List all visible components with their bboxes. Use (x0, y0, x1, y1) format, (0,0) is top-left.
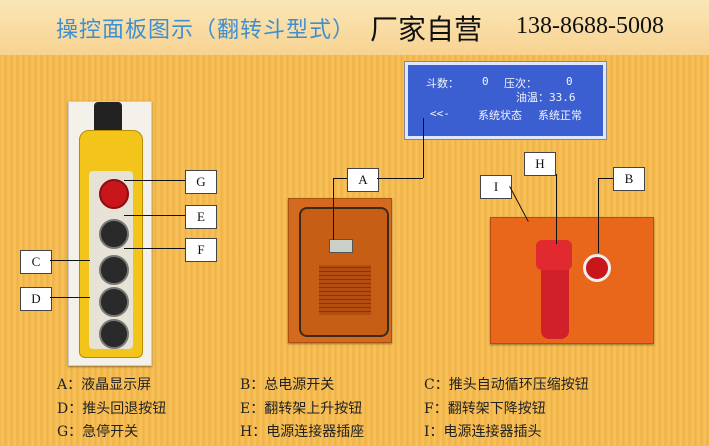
leader-line-a-down (333, 178, 334, 240)
page-title: 操控面板图示（翻转斗型式） (56, 18, 356, 43)
legend-f: F：翻转架下降按钮 (424, 401, 546, 417)
lcd-oil-temp: 油温：33.6 (516, 91, 576, 104)
lcd-press-count-value: 0 (566, 75, 573, 88)
callout-a: A (347, 168, 379, 192)
raise-button (99, 219, 129, 249)
control-panel (299, 207, 389, 337)
leader-line-b-v (598, 178, 599, 253)
lcd-status-value: 系统正常 (538, 109, 582, 122)
lcd-back-arrow: <<- (430, 107, 450, 120)
lcd-bucket-count-value: 0 (482, 75, 489, 88)
auto-cycle-button (99, 287, 129, 317)
callout-c: C (20, 250, 52, 274)
phone-number: 138-8688-5008 (516, 13, 664, 39)
lcd-display: 斗数： 0 压次： 0 油温：33.6 <<- 系统状态 系统正常 (405, 62, 606, 139)
emergency-stop-button (99, 179, 129, 209)
leader-line-c (50, 260, 90, 261)
leader-line-a-v (423, 118, 424, 178)
leader-line-h (556, 174, 557, 244)
lcd-bucket-count-label: 斗数： (426, 77, 459, 90)
legend-d: D：推头回退按钮 (57, 401, 167, 417)
callout-d: D (20, 287, 52, 311)
callout-h: H (524, 152, 556, 176)
callout-f: F (185, 238, 217, 262)
leader-line-b-h (598, 178, 613, 179)
header-band (0, 0, 709, 55)
vent-grille (319, 265, 371, 315)
legend-e: E：翻转架上升按钮 (240, 401, 363, 417)
callout-g: G (185, 170, 217, 194)
legend-i: I：电源连接器插头 (424, 424, 542, 440)
callout-i: I (480, 175, 512, 199)
lcd-status-label: 系统状态 (478, 109, 522, 122)
legend-h: H：电源连接器插座 (240, 424, 365, 440)
pendant-cable (94, 102, 122, 132)
control-box-photo (288, 198, 392, 343)
connector-socket (536, 240, 572, 270)
main-power-switch (583, 254, 611, 282)
legend-g: G：急停开关 (57, 424, 139, 440)
pendant-face (89, 171, 133, 349)
legend-b: B：总电源开关 (240, 377, 335, 393)
retract-button (99, 319, 129, 349)
leader-line-f (124, 248, 185, 249)
callout-b: B (613, 167, 645, 191)
leader-line-d (50, 297, 90, 298)
legend-a: A：液晶显示屏 (57, 377, 152, 393)
lcd-mini-screen (329, 239, 353, 253)
leader-line-a-h (377, 178, 423, 179)
connector-photo (490, 217, 654, 344)
callout-e: E (185, 205, 217, 229)
legend-c: C：推头自动循环压缩按钮 (424, 377, 589, 393)
lower-button (99, 255, 129, 285)
pendant-body (79, 130, 143, 358)
leader-line-e (124, 215, 185, 216)
leader-line-g (124, 180, 185, 181)
leader-line-a-left (333, 178, 347, 179)
lcd-press-count-label: 压次： (504, 77, 537, 90)
vendor-label: 厂家自营 (370, 13, 483, 46)
pendant-photo (68, 101, 152, 366)
